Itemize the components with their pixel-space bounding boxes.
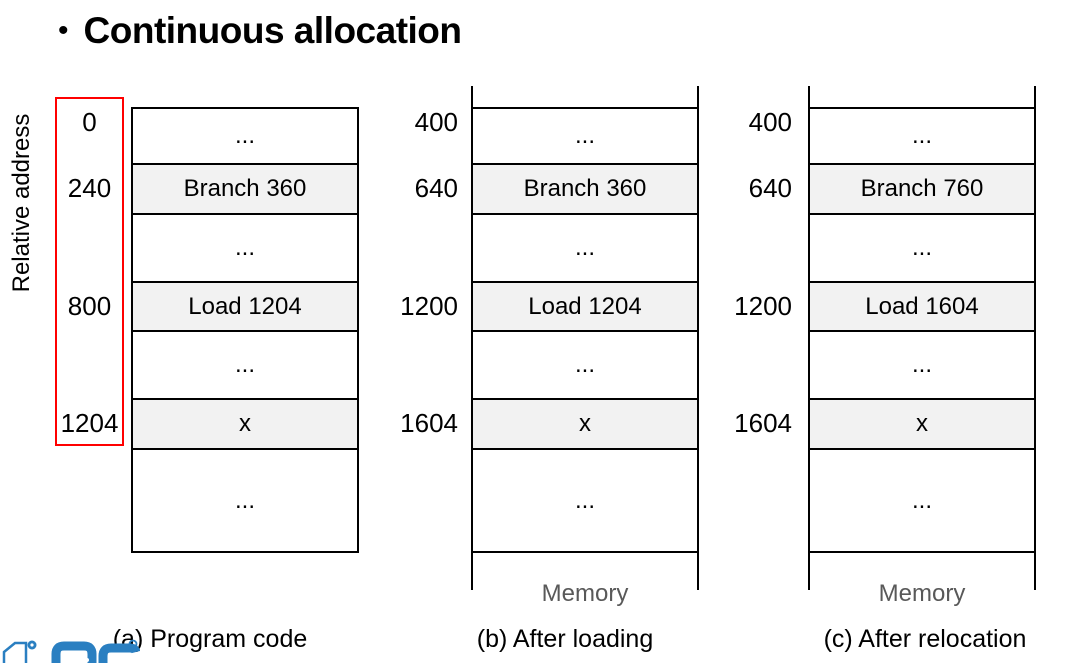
diagram-caption: (c) After relocation bbox=[823, 625, 1027, 653]
memory-cell: ... bbox=[471, 448, 699, 551]
address-label: 400 bbox=[414, 107, 458, 137]
memory-cell: ... bbox=[471, 330, 699, 398]
memory-cell: Load 1204 bbox=[133, 281, 357, 330]
memory-cell: x bbox=[471, 398, 699, 448]
memory-column-line bbox=[1034, 86, 1036, 590]
address-label: 0 bbox=[82, 107, 97, 137]
memory-cell: ... bbox=[808, 448, 1036, 551]
relative-address-axis-label: Relative address bbox=[8, 113, 35, 293]
diagram-caption: (a) Program code bbox=[112, 625, 308, 653]
loaded-program-block: ... Branch 360 ... Load 1204 ... x ... bbox=[471, 107, 699, 553]
memory-column-line bbox=[697, 86, 699, 590]
memory-cell: ... bbox=[808, 330, 1036, 398]
memory-cell: Load 1604 bbox=[808, 281, 1036, 330]
memory-label: Memory bbox=[878, 580, 966, 607]
address-label: 240 bbox=[67, 173, 112, 203]
memory-cell: ... bbox=[133, 448, 357, 551]
memory-cell: ... bbox=[808, 213, 1036, 281]
address-label: 1200 bbox=[734, 291, 792, 321]
address-label: 640 bbox=[748, 173, 792, 203]
memory-cell: ... bbox=[471, 213, 699, 281]
relative-address-highlight-box bbox=[55, 97, 124, 446]
bullet-icon: • bbox=[58, 14, 69, 47]
address-label: 1604 bbox=[400, 408, 458, 438]
memory-cell: Branch 360 bbox=[471, 163, 699, 213]
address-label: 1204 bbox=[60, 408, 119, 438]
address-label: 400 bbox=[748, 107, 792, 137]
memory-cell: x bbox=[133, 398, 357, 448]
memory-cell: ... bbox=[911, 122, 932, 149]
page-title: • Continuous allocation bbox=[58, 10, 462, 52]
memory-cell: x bbox=[808, 398, 1036, 448]
address-label: 800 bbox=[67, 291, 112, 321]
diagram-caption: (b) After loading bbox=[476, 625, 654, 653]
program-code-block: ... Branch 360 ... Load 1204 ... x ... bbox=[131, 107, 359, 553]
memory-cell: Branch 360 bbox=[133, 163, 357, 213]
memory-cell: ... bbox=[574, 122, 595, 149]
memory-label: Memory bbox=[541, 580, 629, 607]
address-label: 640 bbox=[414, 173, 458, 203]
uos-logo bbox=[2, 639, 140, 663]
page-title-text: Continuous allocation bbox=[83, 10, 462, 51]
memory-cell: ... bbox=[234, 122, 255, 149]
memory-column-line bbox=[808, 86, 810, 590]
memory-column-line bbox=[471, 86, 473, 590]
address-label: 1604 bbox=[734, 408, 792, 438]
memory-cell: Load 1204 bbox=[471, 281, 699, 330]
memory-cell: ... bbox=[133, 330, 357, 398]
memory-cell: Branch 760 bbox=[808, 163, 1036, 213]
memory-cell: ... bbox=[133, 213, 357, 281]
relocated-program-block: ... Branch 760 ... Load 1604 ... x ... bbox=[808, 107, 1036, 553]
address-label: 1200 bbox=[400, 291, 458, 321]
